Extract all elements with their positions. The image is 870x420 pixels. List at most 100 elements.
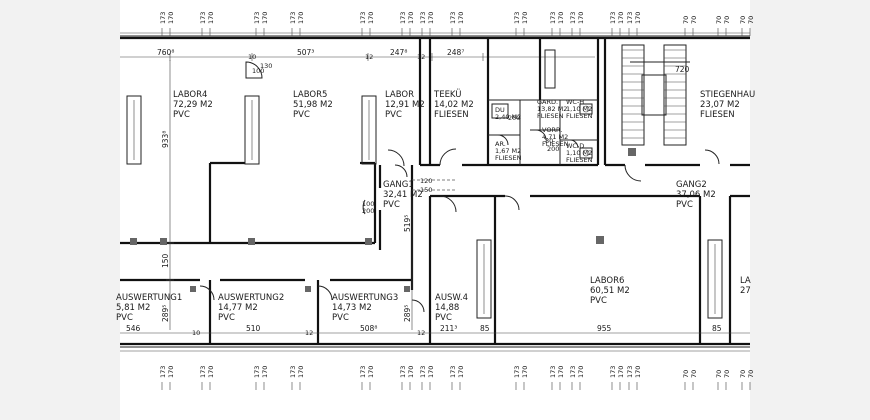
- tick-label: 170: [617, 12, 625, 24]
- tick-label: 170: [557, 12, 565, 24]
- room-floor: FLIESEN: [495, 154, 522, 162]
- dim-bottom-1: 510: [246, 324, 261, 333]
- tick-label: 173: [359, 366, 367, 378]
- door-code-6: 80: [545, 137, 553, 145]
- room-name: VORR.: [542, 126, 562, 134]
- small-label-3: 12: [305, 329, 313, 337]
- dim-bottom-0: 546: [126, 324, 141, 333]
- dimension-texts: 760⁸ 507³ 247⁸ 248⁷ 720 546 510 508⁸ 211…: [126, 48, 722, 337]
- dim-bottom-3: 211³: [440, 324, 457, 333]
- tick-label: 70: [739, 370, 747, 378]
- top-dimension-line: [120, 53, 595, 61]
- room-floor: FLIESEN: [434, 110, 469, 120]
- windows-columns: [126, 95, 723, 319]
- tick-label: 173: [513, 366, 521, 378]
- tick-label: 70: [723, 370, 731, 378]
- room-area: 14,77 M2: [218, 303, 258, 313]
- tick-label: 170: [207, 366, 215, 378]
- room-area: 12,91 M2: [385, 100, 425, 110]
- room-floor: FLIESEN: [537, 112, 564, 120]
- tick-label: 170: [167, 12, 175, 24]
- room-name: LABOR6: [590, 276, 624, 286]
- room-area: 37,06 M2: [676, 190, 716, 200]
- room-name: AR.: [495, 140, 506, 148]
- tick-label: 170: [297, 366, 305, 378]
- dim-vertical-3: 519⁵: [403, 215, 412, 232]
- room-floor: PVC: [435, 313, 452, 323]
- tick-label: 70: [682, 370, 690, 378]
- tick-label: 170: [634, 366, 642, 378]
- room-area: 4,71 M2: [542, 133, 568, 141]
- tick-label: 173: [199, 12, 207, 24]
- tick-label: 70: [723, 16, 731, 24]
- room-area: 60,51 M2: [590, 286, 630, 296]
- tick-label: 173: [399, 366, 407, 378]
- small-label-2: 12: [417, 53, 425, 61]
- tick-label: 170: [261, 12, 269, 24]
- room-area: 51,98 M2: [293, 100, 333, 110]
- small-label-0: 10: [192, 329, 200, 337]
- room-name: TEEKÜ: [433, 89, 462, 100]
- room-floor: PVC: [590, 296, 607, 306]
- tick-label: 173: [449, 12, 457, 24]
- room-floor: FLIESEN: [566, 112, 593, 120]
- room-floor: PVC: [116, 313, 133, 323]
- tick-label: 70: [715, 370, 723, 378]
- door-code-8: 200: [508, 114, 520, 122]
- tick-label: 170: [634, 12, 642, 24]
- tick-label: 173: [159, 366, 167, 378]
- dim-top-4: 720: [675, 65, 690, 74]
- tick-label: 173: [569, 12, 577, 24]
- room-name: LA: [740, 276, 751, 286]
- tick-label: 173: [569, 366, 577, 378]
- tick-label: 170: [427, 366, 435, 378]
- door-code-2: 120: [420, 177, 432, 185]
- tick-label: 170: [367, 12, 375, 24]
- tick-label: 170: [167, 366, 175, 378]
- room-name: GARD.: [537, 98, 558, 106]
- tick-label: 170: [407, 366, 415, 378]
- tick-label: 173: [549, 366, 557, 378]
- room-name: GANG2: [676, 180, 707, 190]
- tick-label: 173: [626, 12, 634, 24]
- tick-label: 173: [159, 12, 167, 24]
- tick-label: 170: [297, 12, 305, 24]
- room-name: AUSW.4: [435, 293, 468, 303]
- tick-label: 173: [419, 12, 427, 24]
- tick-label: 70: [747, 370, 755, 378]
- tick-label: 170: [407, 12, 415, 24]
- room-name: LABOR4: [173, 90, 207, 100]
- tick-label: 173: [253, 366, 261, 378]
- small-label-4: 12: [417, 329, 425, 337]
- room-floor: FLIESEN: [566, 156, 593, 164]
- dim-top-0: 760⁸: [157, 48, 174, 57]
- small-label-1: 12: [365, 53, 373, 61]
- dim-top-2: 247⁸: [390, 48, 407, 57]
- tick-label: 170: [457, 366, 465, 378]
- tick-label: 170: [367, 366, 375, 378]
- room-area: 14,73 M2: [332, 303, 372, 313]
- tick-label: 173: [399, 12, 407, 24]
- tick-label: 70: [690, 16, 698, 24]
- tick-label: 70: [715, 16, 723, 24]
- walls: [120, 36, 750, 346]
- room-area: 13,82 M2: [537, 105, 567, 113]
- door-code-3: 150: [420, 186, 432, 194]
- room-floor: FLIESEN: [542, 140, 569, 148]
- room-name: AUSWERTUNG3: [332, 293, 398, 303]
- tick-label: 170: [521, 366, 529, 378]
- dim-bottom-6: 85: [712, 324, 722, 333]
- room-floor: PVC: [332, 313, 349, 323]
